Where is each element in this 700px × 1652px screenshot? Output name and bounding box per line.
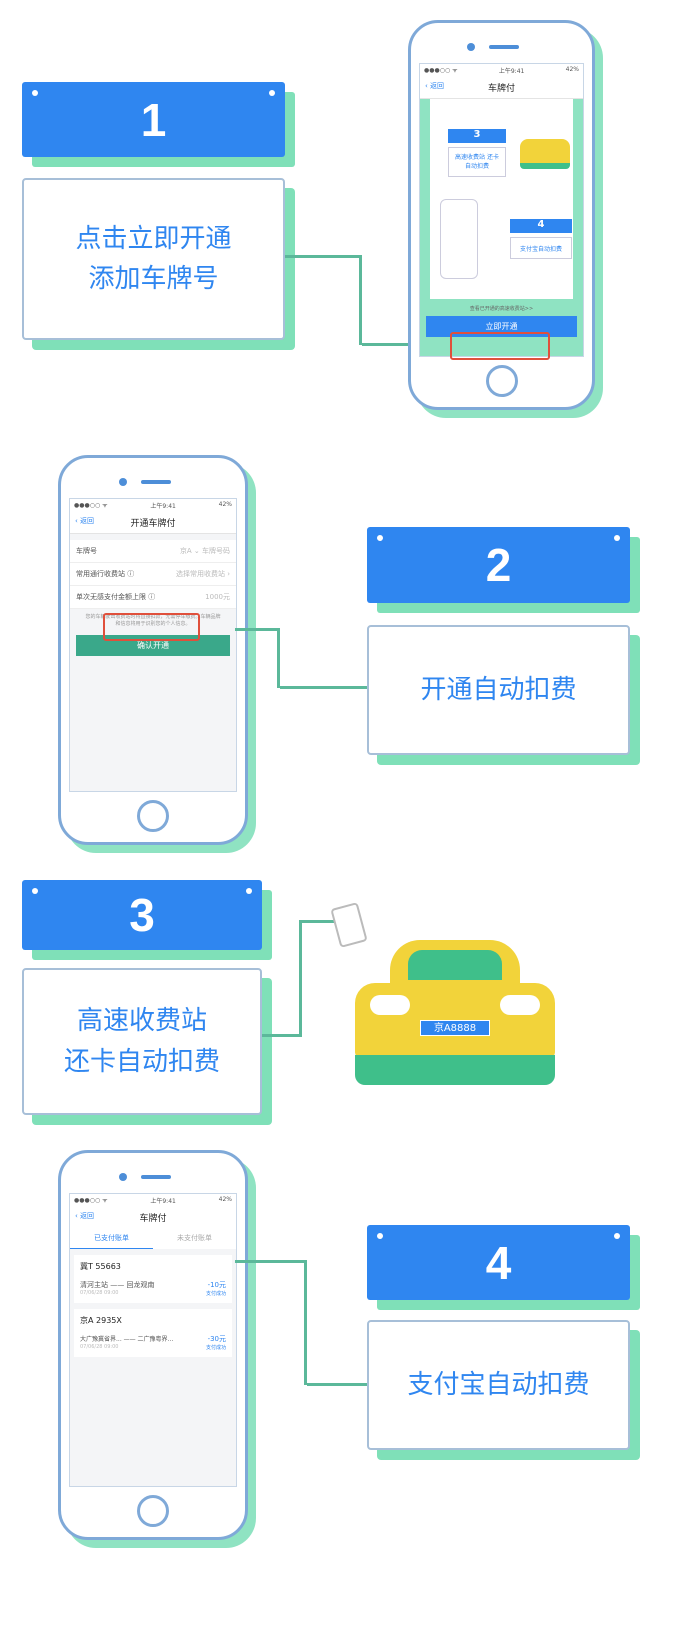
windshield <box>408 950 502 980</box>
connector-line <box>285 255 362 345</box>
step-text: 点击立即开通 <box>75 223 232 254</box>
step-2-banner: 2 <box>367 527 630 603</box>
note-text: 您的车辆驶出收费站时将直接扣款，无需停车缴费。车辆品牌和信息将用于识别您的个人信… <box>85 614 221 627</box>
step-3-box: 高速收费站 还卡自动扣费 <box>22 968 262 1115</box>
back-button[interactable]: ‹ 返回 <box>425 82 445 90</box>
connector-line <box>300 920 335 923</box>
connector-line <box>235 1260 307 1385</box>
home-button <box>137 800 169 832</box>
step-4-banner: 4 <box>367 1225 630 1300</box>
car-illustration: 京A8888 <box>330 895 575 1105</box>
home-button <box>485 365 518 397</box>
camera-icon <box>119 1173 127 1181</box>
speaker <box>141 1175 171 1179</box>
step-4-box: 支付宝自动扣费 <box>367 1320 630 1450</box>
license-plate: 京A8888 <box>420 1020 490 1036</box>
screen-title: 开通车牌付 <box>130 519 176 529</box>
camera-icon <box>467 43 475 51</box>
highlight-box <box>450 332 550 360</box>
intro-panel: 3 高速收费站 还卡自动扣费 4 支付宝自动扣费 <box>430 99 573 299</box>
stations-link[interactable]: 查看已开通的高速收费站>> <box>469 306 534 312</box>
tab-unpaid[interactable]: 未支付账单 <box>177 1234 212 1242</box>
connector-line <box>280 686 367 689</box>
screen-title: 车牌付 <box>139 1214 167 1224</box>
camera-icon <box>119 478 127 486</box>
step-3-banner: 3 <box>22 880 262 950</box>
home-button <box>137 1495 169 1527</box>
step-1-banner: 1 <box>22 82 285 157</box>
plate-row[interactable]: 车牌号京A ⌄ 车牌号码 <box>70 540 236 563</box>
open-now-button[interactable]: 立即开通 <box>426 316 577 337</box>
screen-title: 车牌付 <box>487 84 515 94</box>
speaker <box>141 480 171 484</box>
connector-line <box>235 628 280 688</box>
back-button[interactable]: ‹ 返回 <box>75 1212 95 1220</box>
headlight <box>370 995 410 1015</box>
phone-in-hand-icon <box>330 902 368 948</box>
connector-line <box>262 920 302 1037</box>
step-2-box: 开通自动扣费 <box>367 625 630 755</box>
speaker <box>489 45 519 49</box>
connector-line <box>362 343 450 346</box>
highlight-box <box>103 613 200 641</box>
bill-card[interactable]: 冀T 55663 清河主站 —— 回龙观南-10元 07/06/28 09:00… <box>74 1255 232 1303</box>
headlight <box>500 995 540 1015</box>
car-icon <box>520 139 570 169</box>
bill-card[interactable]: 京A 2935X 大广豫冀省界... —— 二广豫粤界...-30元 07/06… <box>74 1309 232 1357</box>
tab-paid[interactable]: 已支付账单 <box>70 1228 153 1249</box>
mini-phone <box>440 199 478 279</box>
step-number: 1 <box>140 93 167 146</box>
mini-step-banner: 4 <box>510 219 572 233</box>
step-text: 添加车牌号 <box>88 264 219 294</box>
mini-step-banner: 3 <box>448 129 506 143</box>
connector-line <box>307 1383 367 1386</box>
step-1-box: 点击立即开通 添加车牌号 <box>22 178 285 340</box>
back-button[interactable]: ‹ 返回 <box>75 517 95 525</box>
